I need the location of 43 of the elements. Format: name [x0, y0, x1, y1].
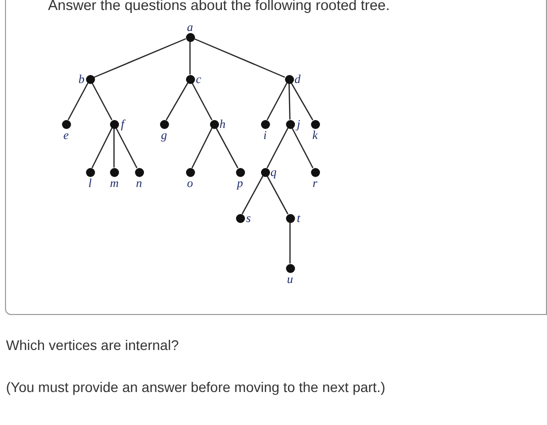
vertex-label: h: [218, 118, 226, 130]
instruction-text: (You must provide an answer before moving to the next part.): [6, 379, 386, 395]
tree-edge: [91, 128, 113, 168]
vertex-label: f: [120, 118, 126, 130]
tree-edge: [194, 38, 286, 78]
vertex-label: a: [186, 20, 194, 32]
tree-edge: [92, 82, 112, 120]
tree-edge: [191, 128, 213, 168]
tree-edge: [290, 82, 314, 120]
vertex-label: e: [62, 128, 70, 140]
tree-edge: [266, 82, 288, 120]
tree-edge: [189, 42, 191, 74]
tree-edge: [289, 222, 291, 264]
vertex-label: l: [87, 176, 93, 188]
vertex-label: k: [311, 128, 319, 140]
vertex-label: i: [262, 128, 268, 140]
question-text: Which vertices are internal?: [6, 337, 179, 353]
vertex-label: r: [312, 176, 318, 188]
tree-edge: [116, 128, 138, 168]
vertex-label: t: [296, 212, 302, 224]
tree-edge: [266, 128, 288, 168]
tree-edge: [113, 128, 115, 168]
vertex-label: u: [286, 272, 294, 284]
tree-edge: [292, 128, 314, 168]
vertex-label: p: [236, 176, 244, 188]
vertex-label: g: [160, 128, 168, 140]
vertex-label: j: [294, 118, 302, 130]
tree-edge: [94, 38, 186, 78]
vertex-label: n: [135, 176, 143, 188]
vertex-label: b: [78, 73, 86, 85]
vertex-label: o: [186, 176, 194, 188]
tree-edge: [192, 82, 212, 120]
tree-edge: [266, 176, 288, 214]
tree-edge: [166, 82, 188, 120]
vertex-label: m: [110, 176, 118, 188]
vertex-label: c: [194, 73, 202, 85]
tree-edge: [242, 176, 264, 214]
tree-edge: [288, 83, 290, 120]
vertex-label: d: [294, 73, 302, 85]
vertex-label: s: [245, 212, 252, 224]
tree-edge: [68, 82, 88, 120]
vertex-label: q: [270, 166, 278, 178]
tree-edge: [216, 128, 238, 168]
